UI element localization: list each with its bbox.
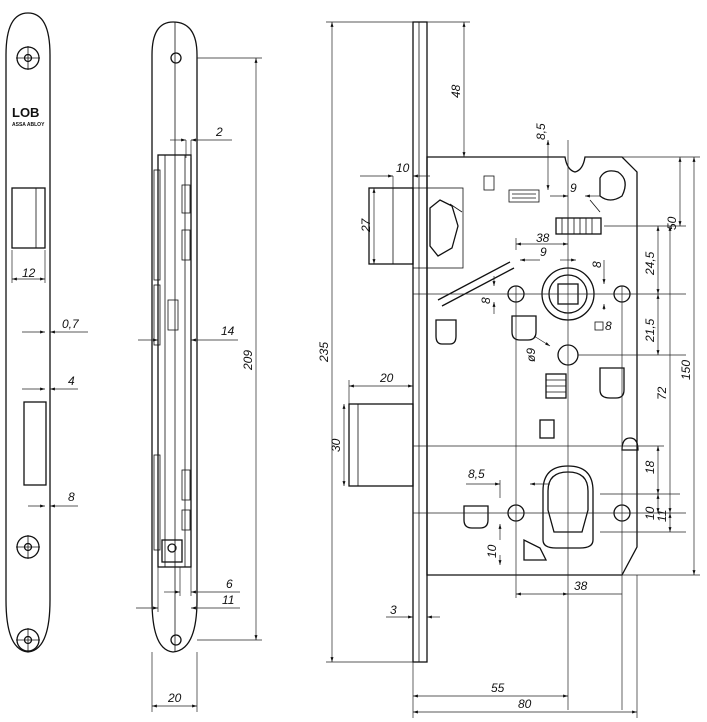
dim-6: 6 [226, 577, 233, 591]
spring-block [555, 217, 602, 235]
side-screw-bottom [170, 634, 182, 646]
dim-8-5-top: 8,5 [534, 123, 548, 140]
screw-hole-mid [16, 535, 40, 559]
dim-10-left: 10 [485, 544, 499, 558]
logo-mark: LOB ASSA ABLOY [12, 105, 45, 128]
dim-72: 72 [655, 386, 669, 400]
dim-14: 14 [221, 324, 235, 338]
dim-55: 55 [491, 681, 505, 695]
dim-11: 11 [655, 510, 669, 522]
side-faceplate-outline [151, 21, 198, 653]
dim-50: 50 [665, 216, 679, 230]
dim-10-latch: 10 [396, 161, 410, 175]
dim-8-5-bottom: 8,5 [468, 467, 485, 481]
dim-8-square: 8 [590, 261, 604, 268]
dim-8-small: 8 [605, 319, 612, 333]
side-screw-top [170, 52, 182, 64]
bolt-slot [23, 401, 47, 486]
dim-20-bolt: 20 [379, 371, 394, 385]
screw-hole-top [16, 46, 40, 70]
dim-80: 80 [518, 697, 532, 711]
dim-38-bottom: 38 [574, 579, 588, 593]
dim-209: 209 [241, 350, 255, 371]
deadbolt [348, 403, 414, 487]
dim-8-left: 8 [479, 297, 493, 304]
side-bottom-block [161, 539, 183, 563]
front-plate-outline [5, 12, 51, 653]
dim-4: 4 [68, 374, 75, 388]
dim-phi-9: ø9 [524, 348, 538, 362]
dim-24-5: 24,5 [643, 251, 657, 276]
dim-11: 11 [222, 593, 234, 607]
dim-8-front: 8 [68, 490, 75, 504]
dim-20-side: 20 [167, 691, 182, 705]
dim-27: 27 [359, 217, 373, 233]
dim-9-mid: 9 [540, 245, 547, 259]
hook-part-top [599, 170, 626, 201]
logo-text: LOB [12, 105, 39, 120]
dim-38-top: 38 [536, 231, 550, 245]
dim-48: 48 [449, 84, 463, 98]
dim-2: 2 [215, 125, 223, 139]
screw-hole-bottom [16, 628, 40, 652]
dim-0-7: 0,7 [62, 317, 80, 331]
dim-21-5: 21,5 [643, 318, 657, 343]
dim-9-top: 9 [570, 181, 577, 195]
side-view: 2 14 209 6 11 20 [136, 21, 262, 712]
body-faceplate [412, 21, 428, 663]
body-view: 235 48 8,5 9 10 27 50 38 9 [317, 21, 700, 718]
dim-150: 150 [679, 360, 693, 380]
dim-12: 12 [22, 266, 36, 280]
dim-3: 3 [390, 603, 397, 617]
dim-18: 18 [643, 460, 657, 474]
latch-slot [11, 187, 46, 249]
lock-case [426, 156, 638, 576]
dim-235: 235 [317, 342, 331, 363]
dim-10-right: 10 [643, 506, 657, 520]
dim-30: 30 [329, 438, 343, 452]
side-lock-body [157, 154, 192, 568]
latch [368, 187, 464, 269]
brand-text: ASSA ABLOY [12, 122, 45, 128]
front-plate-view: LOB ASSA ABLOY 12 0,7 4 8 [5, 12, 88, 653]
